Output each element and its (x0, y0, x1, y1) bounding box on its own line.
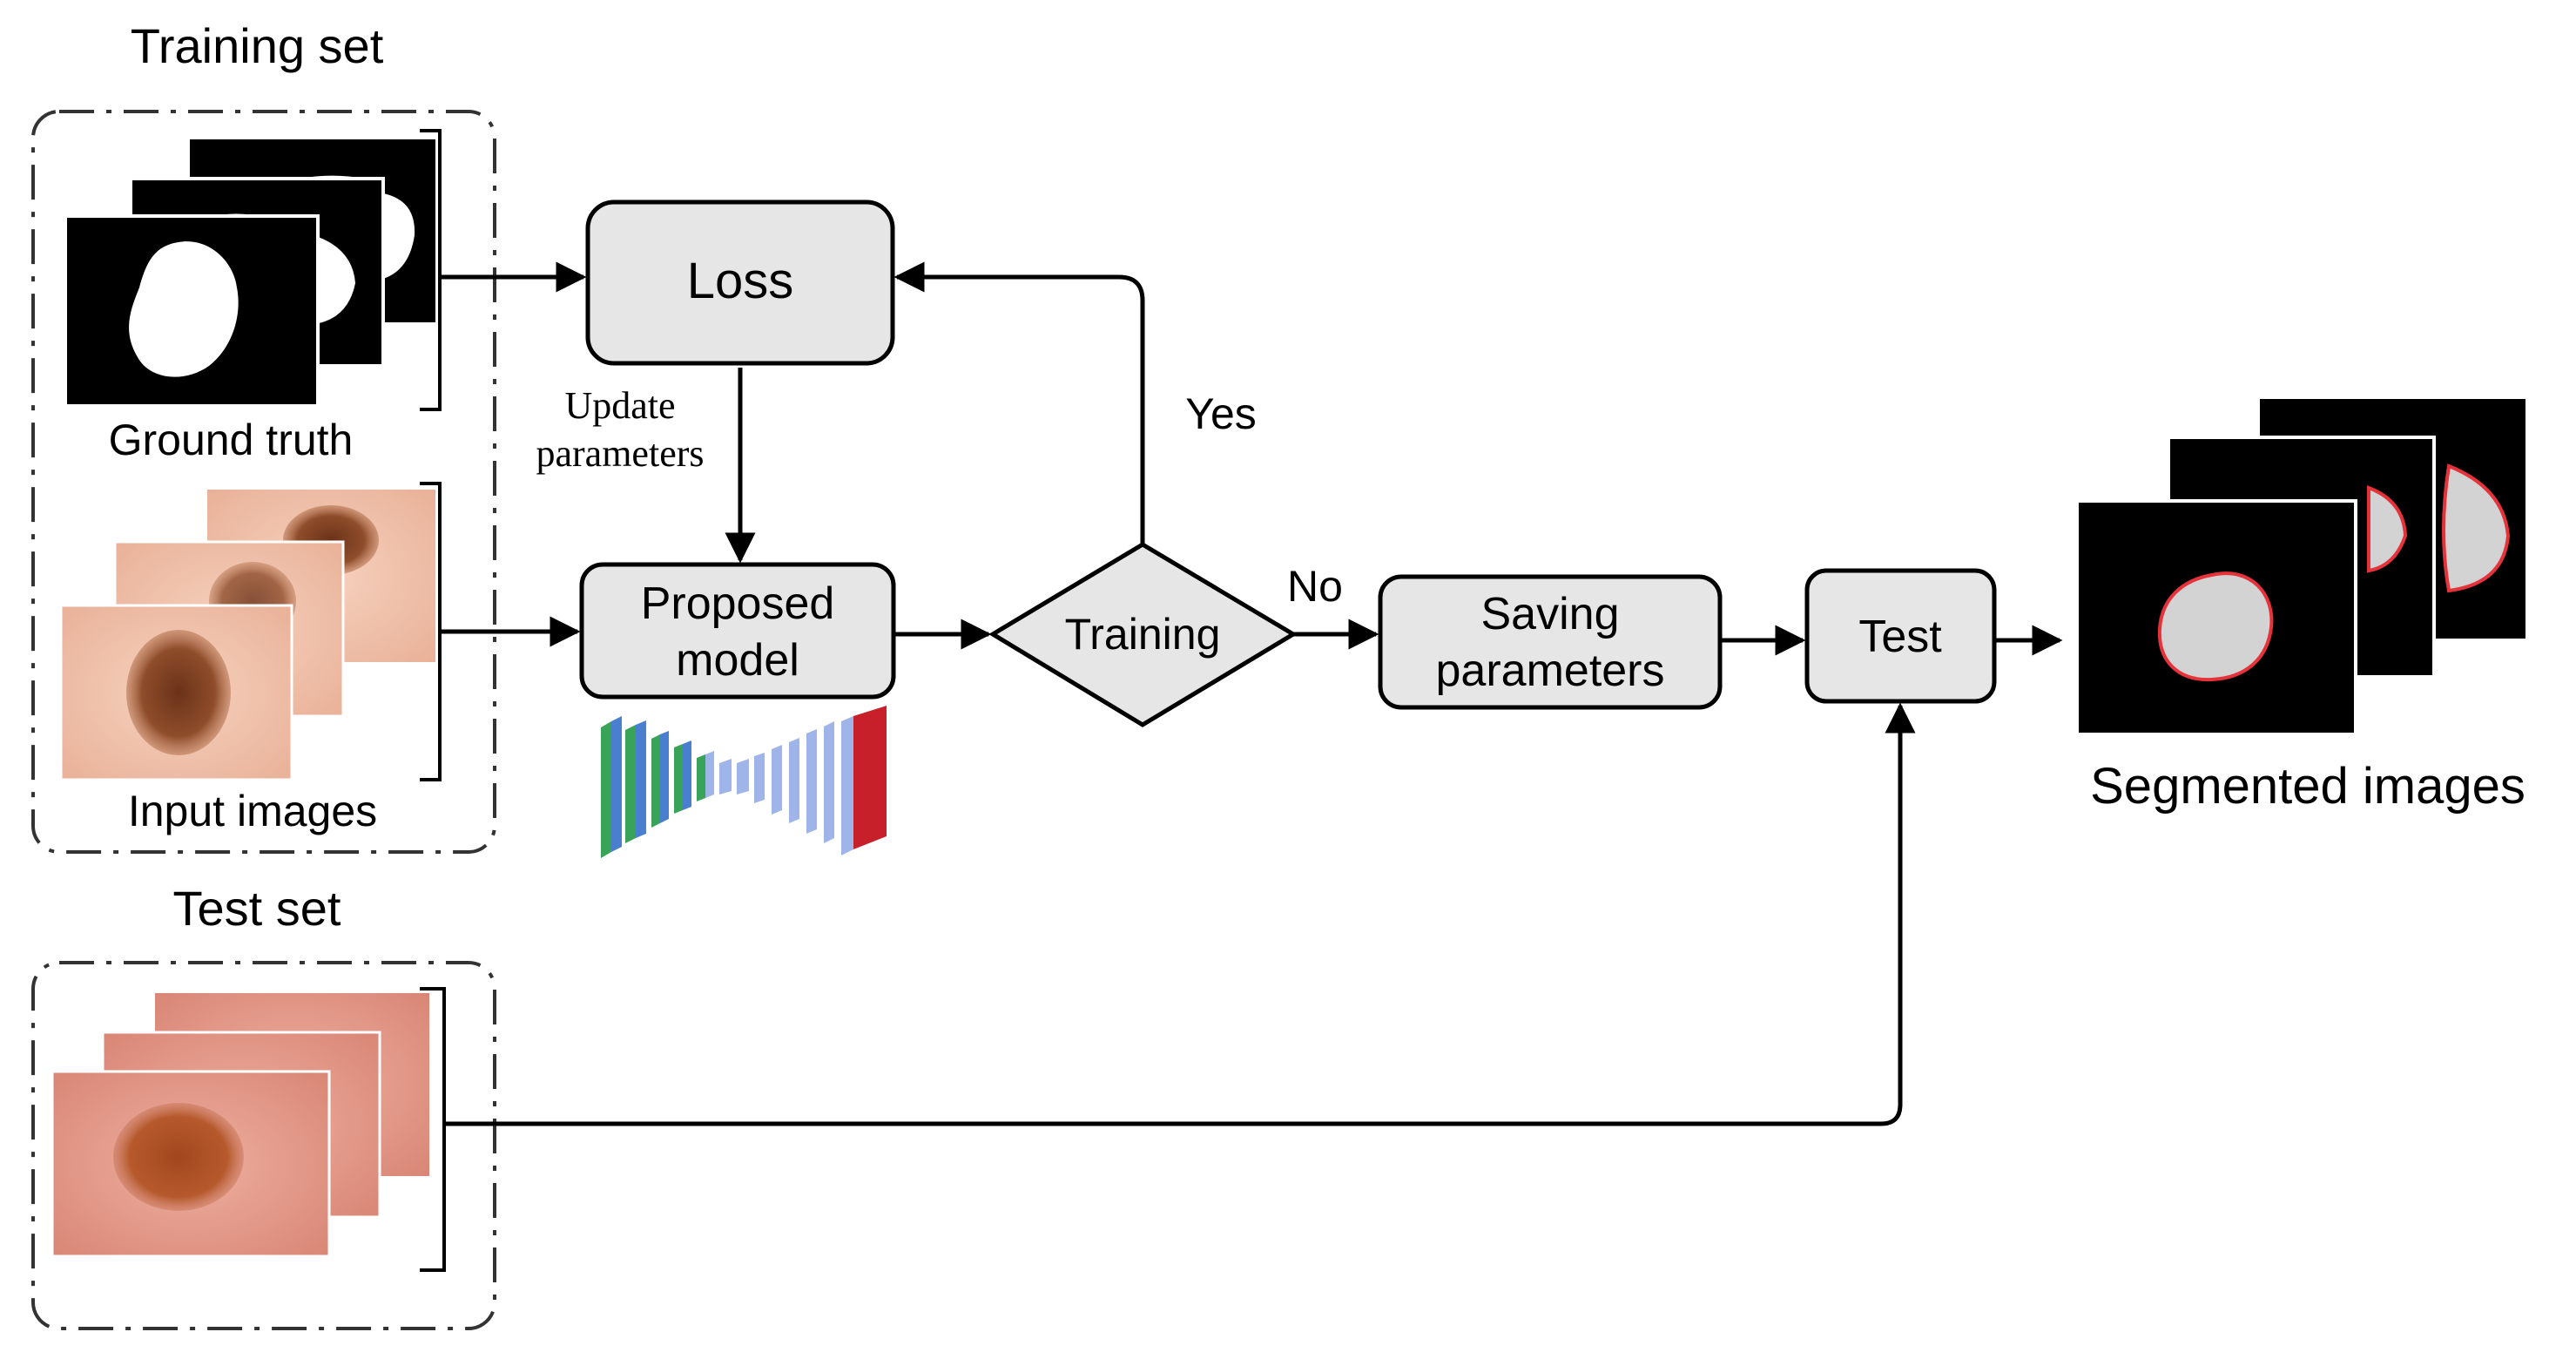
loss-node (585, 199, 895, 366)
input-images-label: Input images (128, 787, 377, 835)
proposed-model-node (579, 562, 896, 700)
segmented-images-icon (2075, 399, 2525, 736)
proposed-model-line1: Proposed (641, 578, 835, 629)
test-node (1804, 568, 1997, 704)
training-set-title: Training set (131, 18, 384, 73)
loss-label: Loss (687, 253, 794, 309)
ground-truth-label: Ground truth (109, 416, 354, 464)
update-parameters-line2: parameters (536, 432, 705, 475)
update-parameters-line1: Update (564, 384, 675, 427)
training-decision-label: Training (1065, 610, 1221, 659)
proposed-model-line2: model (676, 635, 799, 686)
segmented-images-label: Segmented images (2090, 758, 2525, 815)
ground-truth-bracket (420, 129, 442, 411)
network-architecture-icon (601, 706, 887, 858)
training-set-frame (31, 110, 496, 854)
saving-parameters-line1: Saving (1481, 589, 1620, 639)
test-images-icon (51, 993, 429, 1258)
test-images-bracket (420, 987, 446, 1272)
no-label: No (1287, 562, 1343, 611)
yes-label: Yes (1185, 389, 1257, 438)
ground-truth-masks-icon (64, 139, 435, 408)
test-set-frame (31, 961, 496, 1330)
test-label: Test (1858, 612, 1942, 662)
saving-parameters-line2: parameters (1436, 646, 1665, 696)
arrow-training-yes-to-loss (894, 261, 1145, 544)
arrow-testset-to-test (444, 702, 1916, 1126)
training-decision-node (988, 542, 1298, 727)
test-set-title: Test set (173, 881, 341, 936)
input-images-icon (59, 490, 435, 781)
